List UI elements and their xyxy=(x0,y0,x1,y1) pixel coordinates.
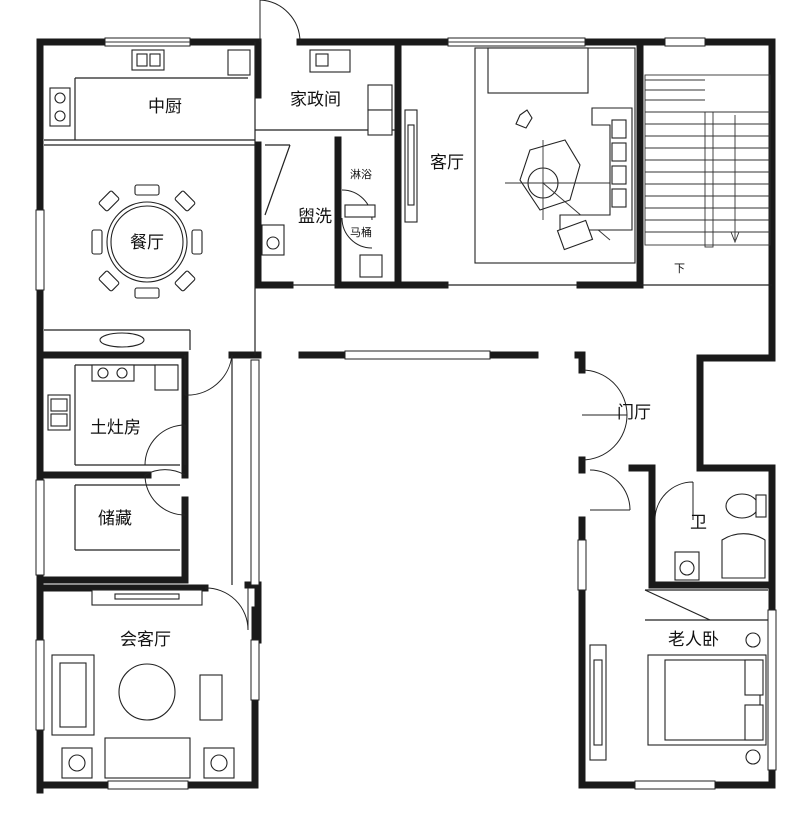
door-foyer-a xyxy=(581,369,628,416)
room-label-living-room: 客厅 xyxy=(430,153,464,173)
room-label-elder-bedroom: 老人卧 xyxy=(668,630,719,650)
window-stair xyxy=(664,37,706,47)
walls xyxy=(36,38,776,794)
door-stove-inner xyxy=(144,424,186,466)
counter-sink-icon xyxy=(99,332,145,348)
stair-down-marker: 下 xyxy=(674,262,685,275)
window-bedroom-south xyxy=(634,780,716,790)
armchair-left-icon xyxy=(61,747,93,779)
door-reception xyxy=(204,587,249,631)
shower-rail-icon xyxy=(344,204,376,218)
room-label-stove-room: 土灶房 xyxy=(90,418,141,438)
armchair-right-icon xyxy=(203,747,235,779)
room-label-housekeeping: 家政间 xyxy=(290,90,341,110)
room-labels: 中厨 家政间 客厅 餐厅 盥洗 淋浴 马桶 土灶房 储藏 门厅 卫 会客厅 老人… xyxy=(90,90,719,650)
room-label-kitchen: 中厨 xyxy=(148,97,182,117)
window-storage xyxy=(35,479,45,576)
window-foyer xyxy=(577,539,587,591)
side-table-icon xyxy=(515,109,533,129)
window-bedroom-east xyxy=(767,609,777,771)
window-reception-east xyxy=(250,639,260,701)
window-dining xyxy=(35,209,45,291)
windows xyxy=(35,37,777,790)
door-toilet xyxy=(341,217,373,249)
right-wall-upper xyxy=(696,38,776,589)
reception-sofa-south-icon xyxy=(104,737,191,779)
reception-east-wall xyxy=(251,581,262,789)
door-bedroom xyxy=(589,469,631,511)
window-courtyard-west xyxy=(250,359,260,586)
door-foyer-b xyxy=(581,414,628,461)
door-storage xyxy=(144,469,186,516)
room-label-reception: 会客厅 xyxy=(120,630,171,650)
reception-side-table-icon xyxy=(199,674,223,721)
sofa-back-icon xyxy=(487,47,589,94)
bathroom-toilet-icon xyxy=(725,493,759,519)
window-reception-south xyxy=(107,780,189,790)
fixtures xyxy=(47,47,771,779)
door-top-entry xyxy=(259,0,301,43)
room-label-bathroom: 卫 xyxy=(690,513,707,533)
bathroom-shower-icon xyxy=(721,533,766,579)
housekeeping-west-wall xyxy=(254,38,294,289)
door-bathroom xyxy=(654,481,694,521)
door-stove-room xyxy=(184,354,233,396)
staircase xyxy=(644,74,771,248)
toilet-icon xyxy=(359,254,383,278)
washroom-walls xyxy=(334,38,449,289)
window-reception-west xyxy=(35,639,45,731)
room-label-dining: 餐厅 xyxy=(130,233,164,253)
room-label-shower: 淋浴 xyxy=(350,168,372,181)
room-label-storage: 储藏 xyxy=(98,509,132,529)
washer-icon xyxy=(367,84,393,111)
courtyard-north-wall xyxy=(228,351,586,374)
doors xyxy=(144,0,694,631)
dining-chairs xyxy=(91,184,203,299)
room-label-toilet: 马桶 xyxy=(350,225,372,239)
lamp-icon xyxy=(745,632,761,648)
bathroom-walls xyxy=(628,464,776,589)
window-courtyard-north xyxy=(344,350,491,360)
room-label-washroom: 盥洗 xyxy=(298,207,332,227)
reception-north-wall xyxy=(36,581,262,592)
reception-round-table-icon xyxy=(118,663,176,721)
room-label-foyer: 门厅 xyxy=(617,403,651,423)
dryer-icon xyxy=(367,109,393,136)
